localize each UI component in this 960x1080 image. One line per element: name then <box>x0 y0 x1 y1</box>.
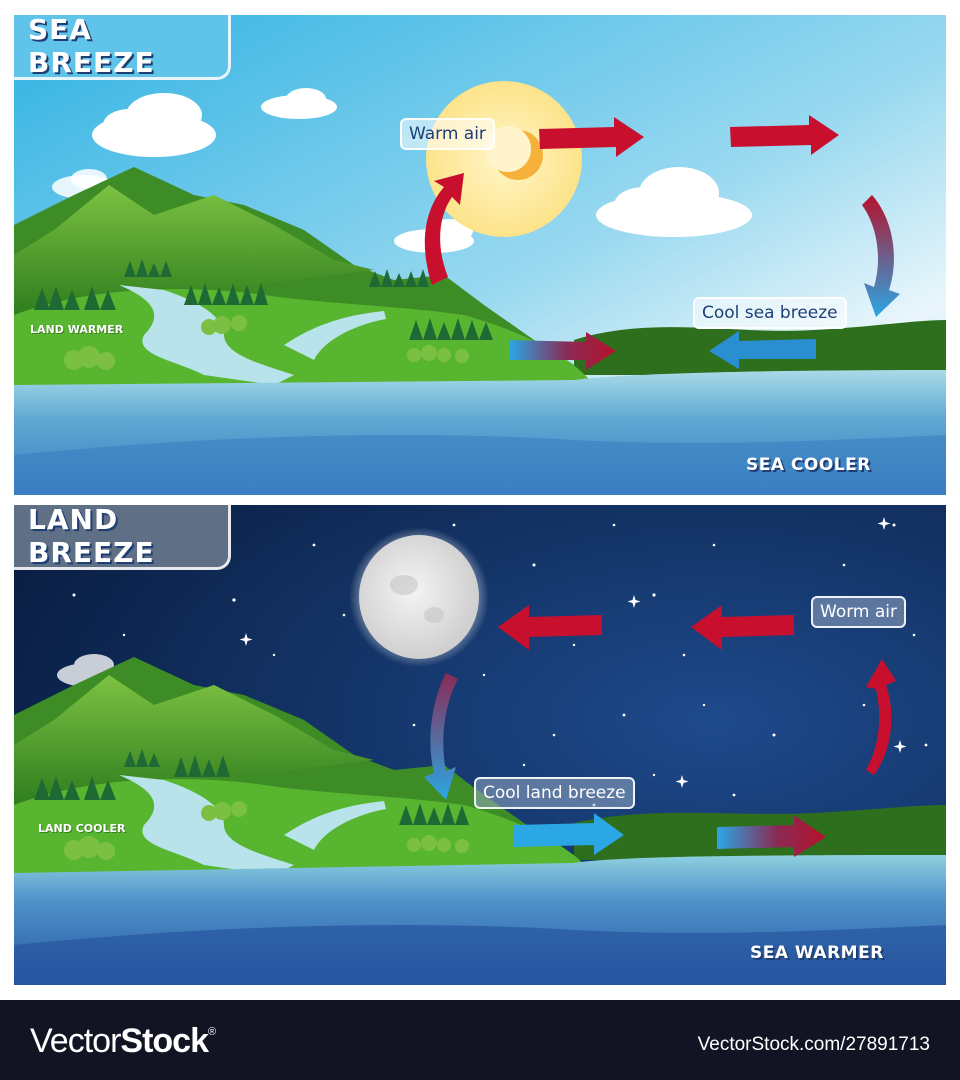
cool-land-breeze-label: Cool land breeze <box>474 777 635 809</box>
cool-sea-breeze-arrow-right <box>709 331 816 369</box>
sea-warmer-label: SEA WARMER <box>750 943 884 963</box>
land-warmer-label: LAND WARMER <box>30 323 124 336</box>
land-breeze-panel: LAND BREEZE Worm air Cool land breeze LA… <box>14 505 946 985</box>
upper-flow-arrow-1 <box>539 117 644 157</box>
sea-breeze-title-tab: SEA BREEZE <box>14 15 231 80</box>
sea-cooler-label: SEA COOLER <box>746 455 871 475</box>
panel-title: SEA BREEZE <box>28 15 155 79</box>
offshore-warming-arrow <box>717 815 826 857</box>
sun-icon <box>426 81 582 237</box>
trees <box>34 259 493 340</box>
land-breeze-title-tab: LAND BREEZE <box>14 505 231 570</box>
sinking-air-arrow <box>862 195 900 317</box>
upper-flow-arrow-2 <box>730 115 839 155</box>
sea-breeze-panel: SEA BREEZE Warm air Cool sea breeze LAND… <box>14 15 946 495</box>
land-cooler-label: LAND COOLER <box>38 822 126 835</box>
bushes <box>64 315 469 370</box>
moon-icon <box>349 527 489 667</box>
trees <box>34 749 469 825</box>
upper-flow-arrow-1 <box>498 605 602 650</box>
upper-flow-arrow-2 <box>691 605 794 650</box>
warm-air-label: Worm air <box>811 596 906 628</box>
cool-sea-breeze-label: Cool sea breeze <box>693 297 847 329</box>
panel-title: LAND BREEZE <box>28 505 155 569</box>
warm-air-rising-arrow <box>866 659 896 775</box>
land-breeze-scene <box>14 505 946 985</box>
cool-sea-breeze-arrow-left <box>509 332 616 370</box>
warm-air-rising-arrow <box>424 173 464 285</box>
sinking-air-arrow <box>424 673 458 800</box>
watermark-footer: VectorStock® VectorStock.com/27891713 <box>0 1000 960 1080</box>
stock-url: VectorStock.com/27891713 <box>697 1034 930 1055</box>
sea-breeze-scene <box>14 15 946 495</box>
vectorstock-logo: VectorStock® <box>30 1022 216 1060</box>
bushes <box>64 801 469 860</box>
warm-air-label: Warm air <box>400 118 495 150</box>
cool-land-breeze-arrow <box>514 813 624 855</box>
